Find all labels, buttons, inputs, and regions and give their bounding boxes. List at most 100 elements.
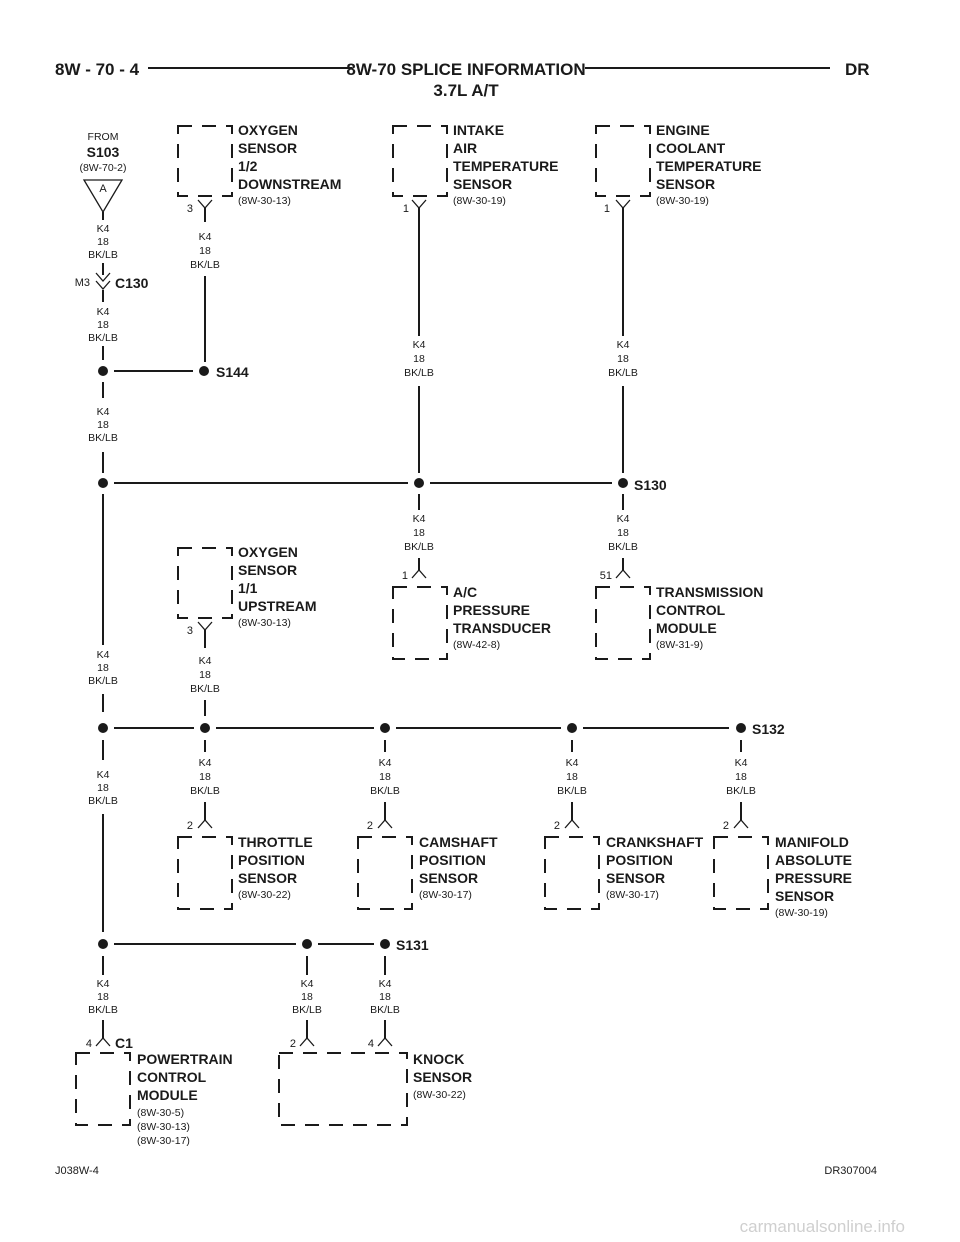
svg-text:SENSOR: SENSOR [238,562,297,578]
svg-text:BK/LB: BK/LB [88,1004,118,1016]
svg-text:(8W-30-13): (8W-30-13) [137,1121,190,1133]
page-subtitle: 3.7L A/T [433,81,499,100]
svg-text:18: 18 [617,353,629,365]
svg-text:K4: K4 [379,978,392,990]
svg-text:1: 1 [402,570,408,582]
component-iat-sensor: INTAKE AIR TEMPERATURE SENSOR (8W-30-19)… [392,122,559,473]
svg-text:4: 4 [86,1038,92,1050]
svg-text:(8W-31-9): (8W-31-9) [656,639,703,651]
splice-s131-row: S131 K4 18 BK/LB K4 18 BK/LB [114,937,429,1047]
svg-text:K4: K4 [97,306,110,318]
component-o2-downstream: OXYGEN SENSOR 1/2 DOWNSTREAM (8W-30-13) … [177,122,341,271]
svg-text:18: 18 [97,991,109,1003]
splice-s132-dot [736,723,746,733]
from-label: FROM [88,131,119,143]
svg-text:(8W-30-17): (8W-30-17) [419,889,472,901]
svg-text:KNOCK: KNOCK [413,1051,464,1067]
svg-text:BK/LB: BK/LB [370,1004,400,1016]
svg-text:ENGINE: ENGINE [656,122,710,138]
svg-text:AIR: AIR [453,140,477,156]
svg-text:2: 2 [723,820,729,832]
source-tag: A [99,183,107,195]
svg-text:K4: K4 [97,406,110,418]
svg-text:SENSOR: SENSOR [413,1069,472,1085]
svg-text:BK/LB: BK/LB [726,785,756,797]
page-number: 8W - 70 - 4 [55,60,140,79]
svg-text:BK/LB: BK/LB [292,1004,322,1016]
svg-text:BK/LB: BK/LB [608,367,638,379]
svg-text:(8W-30-22): (8W-30-22) [413,1089,466,1101]
footer-left-code: J038W-4 [55,1165,99,1177]
svg-text:51: 51 [600,570,612,582]
svg-text:SENSOR: SENSOR [238,870,297,886]
svg-text:18: 18 [97,662,109,674]
footer: J038W-4 DR307004 carmanualsonline.info [55,1165,905,1236]
page-title: 8W-70 SPLICE INFORMATION [346,60,585,79]
svg-text:POSITION: POSITION [238,852,305,868]
svg-text:K4: K4 [301,978,314,990]
svg-text:(8W-30-17): (8W-30-17) [606,889,659,901]
svg-text:K4: K4 [413,339,426,351]
svg-text:(8W-30-22): (8W-30-22) [238,889,291,901]
svg-text:18: 18 [617,527,629,539]
footer-right-code: DR307004 [824,1165,877,1177]
svg-text:18: 18 [379,991,391,1003]
svg-text:(8W-30-19): (8W-30-19) [656,195,709,207]
source-ref: (8W-70-2) [79,162,126,174]
svg-text:K4: K4 [97,978,110,990]
svg-text:4: 4 [368,1038,374,1050]
svg-text:POSITION: POSITION [606,852,673,868]
svg-text:K4: K4 [97,649,110,661]
component-crankshaft-position-sensor: 2 CRANKSHAFT POSITION SENSOR (8W-30-17) [544,820,704,910]
svg-text:CAMSHAFT: CAMSHAFT [419,834,498,850]
svg-text:TRANSMISSION: TRANSMISSION [656,584,763,600]
splice-s132-label: S132 [752,721,785,737]
svg-text:SENSOR: SENSOR [238,140,297,156]
component-throttle-position-sensor: 2 THROTTLE POSITION SENSOR (8W-30-22) [177,820,313,910]
svg-text:K4: K4 [199,655,212,667]
svg-text:SENSOR: SENSOR [453,176,512,192]
component-ac-pressure-transducer: 1 A/C PRESSURE TRANSDUCER (8W-42-8) [392,570,551,660]
svg-text:K4: K4 [617,513,630,525]
component-knock-sensor: 2 4 KNOCK SENSOR (8W-30-22) [278,1038,472,1126]
svg-text:K4: K4 [617,339,630,351]
svg-text:K4: K4 [735,757,748,769]
svg-text:BK/LB: BK/LB [88,332,118,344]
svg-text:(8W-30-13): (8W-30-13) [238,617,291,629]
header: 8W - 70 - 4 8W-70 SPLICE INFORMATION DR … [55,60,870,100]
svg-text:OXYGEN: OXYGEN [238,122,298,138]
svg-text:(8W-30-19): (8W-30-19) [453,195,506,207]
svg-text:BK/LB: BK/LB [404,541,434,553]
watermark: carmanualsonline.info [740,1217,905,1236]
svg-text:K4: K4 [566,757,579,769]
splice-s130-row: S130 K4 18 BK/LB K4 18 BK/LB [114,477,667,579]
svg-text:K4: K4 [379,757,392,769]
svg-text:(8W-30-19): (8W-30-19) [775,907,828,919]
svg-text:MODULE: MODULE [137,1087,198,1103]
c130-label: C130 [115,275,149,291]
left-trunk: K4 18 BK/LB M3 C130 K4 18 BK/LB K4 18 BK… [75,212,149,1038]
svg-text:BK/LB: BK/LB [88,249,118,261]
svg-text:A/C: A/C [453,584,477,600]
component-manifold-absolute-pressure-sensor: 2 MANIFOLD ABSOLUTE PRESSURE SENSOR (8W-… [713,820,852,919]
svg-text:TEMPERATURE: TEMPERATURE [656,158,762,174]
splice-s130-label: S130 [634,477,667,493]
svg-text:ABSOLUTE: ABSOLUTE [775,852,852,868]
svg-text:PRESSURE: PRESSURE [453,602,530,618]
svg-text:K4: K4 [199,757,212,769]
svg-text:1/2: 1/2 [238,158,258,174]
svg-text:18: 18 [301,991,313,1003]
svg-text:MANIFOLD: MANIFOLD [775,834,849,850]
svg-text:18: 18 [199,245,211,257]
svg-text:SENSOR: SENSOR [606,870,665,886]
svg-text:TRANSDUCER: TRANSDUCER [453,620,551,636]
svg-text:SENSOR: SENSOR [656,176,715,192]
c130-connector-icon [95,272,111,282]
component-camshaft-position-sensor: 2 CAMSHAFT POSITION SENSOR (8W-30-17) [357,820,498,910]
source-triangle [82,179,124,214]
svg-text:1: 1 [604,203,610,215]
svg-text:K4: K4 [97,223,110,235]
svg-text:18: 18 [97,782,109,794]
c130-pin: M3 [75,277,90,289]
